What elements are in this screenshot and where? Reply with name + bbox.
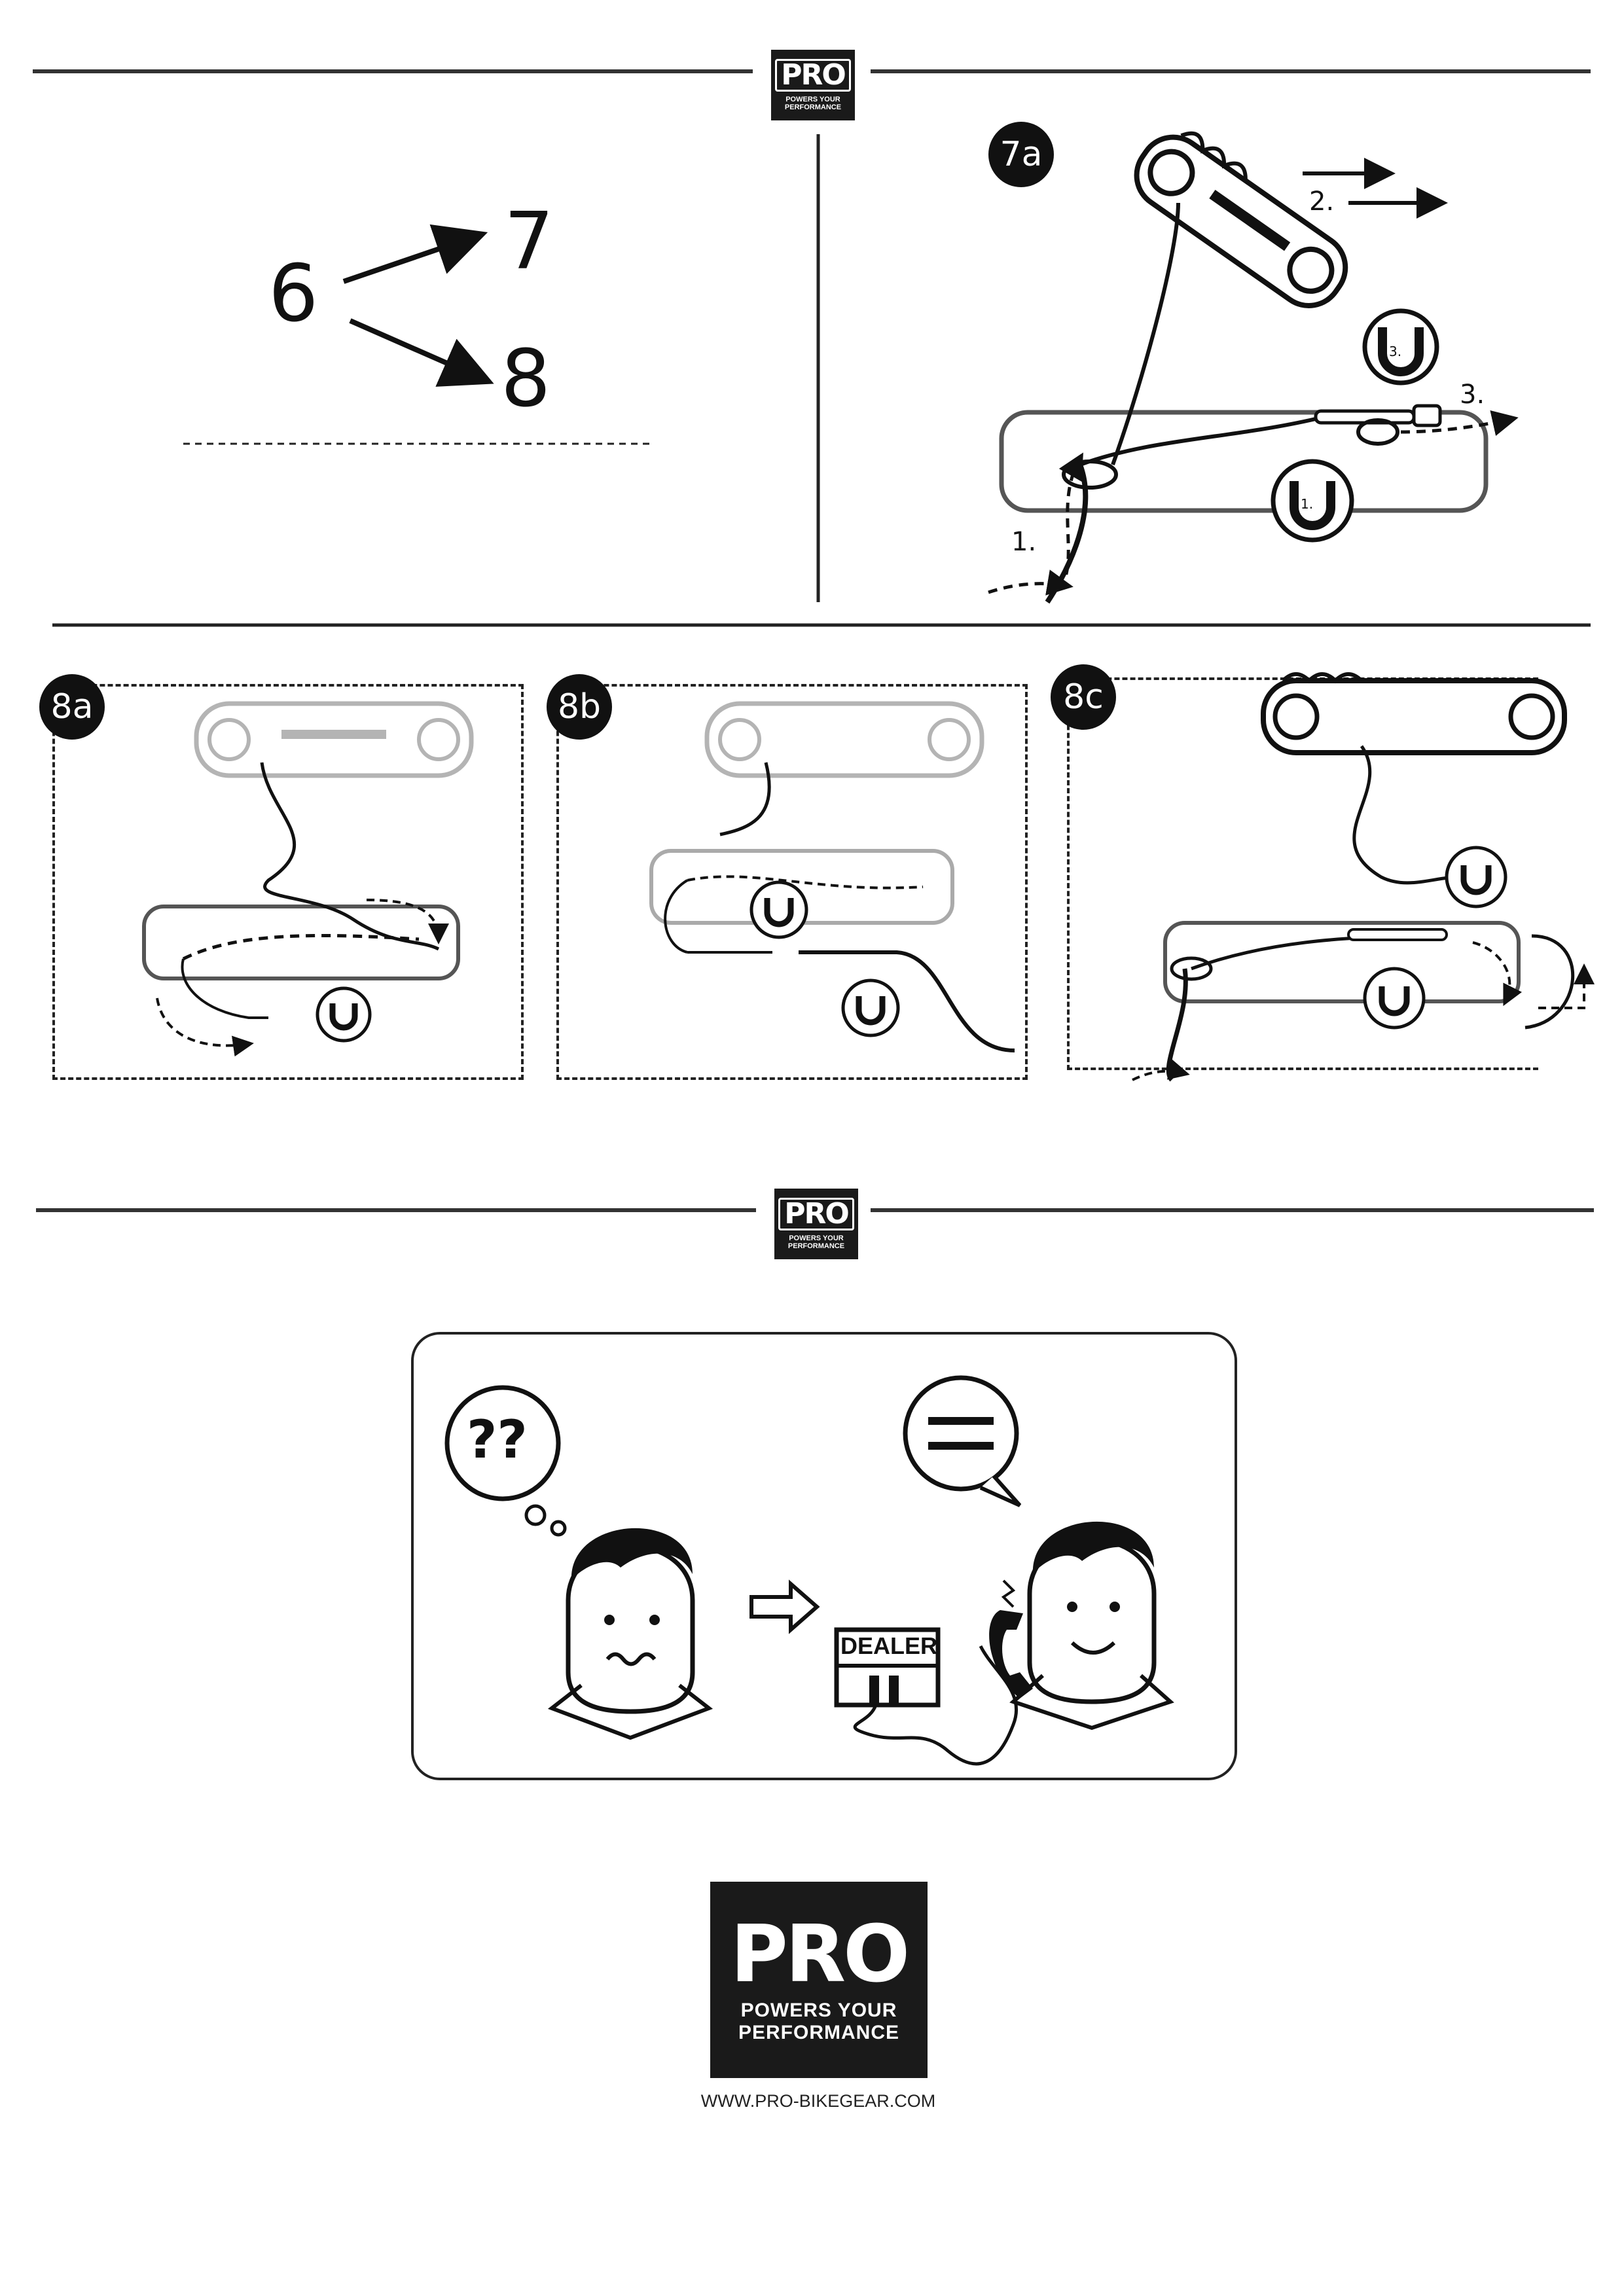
contact-dealer-panel — [411, 1332, 1237, 1780]
step-8b-illustration — [649, 701, 1015, 1052]
top-divider-right — [871, 69, 1591, 73]
frame-tube — [1163, 921, 1521, 1003]
tagline-line1: POWERS YOUR — [785, 96, 840, 103]
tagline-line1: POWERS YOUR — [789, 1234, 844, 1242]
frame-tube — [142, 905, 460, 980]
contact-dealer-illustration — [444, 1375, 1174, 1766]
step-8a-panel — [52, 684, 524, 1080]
flow-arrow-up — [342, 224, 488, 284]
mid-divider-right — [871, 1208, 1594, 1212]
logo-mark: PRO — [730, 1909, 910, 2000]
tagline-line2: PERFORMANCE — [738, 2022, 899, 2043]
logo-mark: PRO — [778, 1198, 854, 1230]
mid-divider-left — [36, 1208, 756, 1212]
flow-to-top-number: 7 — [504, 196, 554, 287]
step-7a-label-2: 2. — [1309, 187, 1335, 217]
flow-to-bottom-number: 8 — [501, 334, 551, 425]
step-8c-badge: 8c — [1051, 664, 1116, 730]
magnet-badge-3 — [1362, 308, 1439, 386]
flow-from-number: 6 — [268, 249, 319, 340]
tagline-line2: PERFORMANCE — [784, 103, 842, 111]
logo-tagline: POWERS YOUR PERFORMANCE — [738, 2000, 899, 2044]
pro-logo-top: PRO POWERS YOUR PERFORMANCE — [771, 50, 855, 120]
logo-tagline: POWERS YOUR PERFORMANCE — [785, 96, 841, 111]
arrow-right-icon — [749, 1579, 820, 1634]
dealer-shop-icon — [834, 1627, 941, 1708]
step-8a-badge: 8a — [39, 674, 105, 740]
flow-arrow-down — [349, 318, 494, 387]
step-7a-illustration — [988, 131, 1519, 604]
pro-logo-middle: PRO POWERS YOUR PERFORMANCE — [774, 1189, 858, 1259]
frame-tube — [999, 410, 1489, 513]
website-url[interactable]: WWW.PRO-BIKEGEAR.COM — [700, 2091, 936, 2111]
step-7a-label-1: 1. — [1011, 527, 1037, 557]
step-8b-panel — [556, 684, 1028, 1080]
multitool-icon — [1134, 131, 1348, 308]
pro-logo-bottom: PRO POWERS YOUR PERFORMANCE — [710, 1882, 928, 2078]
top-divider-left — [33, 69, 753, 73]
step-8b-badge: 8b — [547, 674, 612, 740]
happy-person-icon — [1009, 1521, 1174, 1731]
tagline-line2: PERFORMANCE — [787, 1242, 845, 1250]
step-8a-illustration — [142, 701, 474, 1057]
multitool-icon — [1261, 672, 1567, 755]
dealer-sign-text: DEALER — [840, 1632, 937, 1659]
magnet-badge-1-label: 1. — [1301, 496, 1314, 512]
step-7a-badge: 7a — [988, 122, 1054, 187]
multitool-faded-icon — [194, 701, 474, 778]
logo-mark: PRO — [775, 59, 851, 92]
tagline-line1: POWERS YOUR — [740, 2000, 897, 2021]
logo-tagline: POWERS YOUR PERFORMANCE — [788, 1234, 844, 1250]
confused-person-icon — [547, 1528, 713, 1740]
phone-icon — [989, 1610, 1033, 1698]
magnet-badge-3-label: 3. — [1389, 344, 1402, 359]
step-7a-label-3: 3. — [1460, 380, 1485, 410]
multitool-faded-icon — [704, 701, 984, 778]
magnet-badge-1 — [1271, 459, 1354, 543]
step-8c-illustration — [1132, 672, 1595, 1082]
speech-bubble-equals-icon — [903, 1375, 1022, 1507]
question-bubble-text: ?? — [467, 1409, 528, 1470]
